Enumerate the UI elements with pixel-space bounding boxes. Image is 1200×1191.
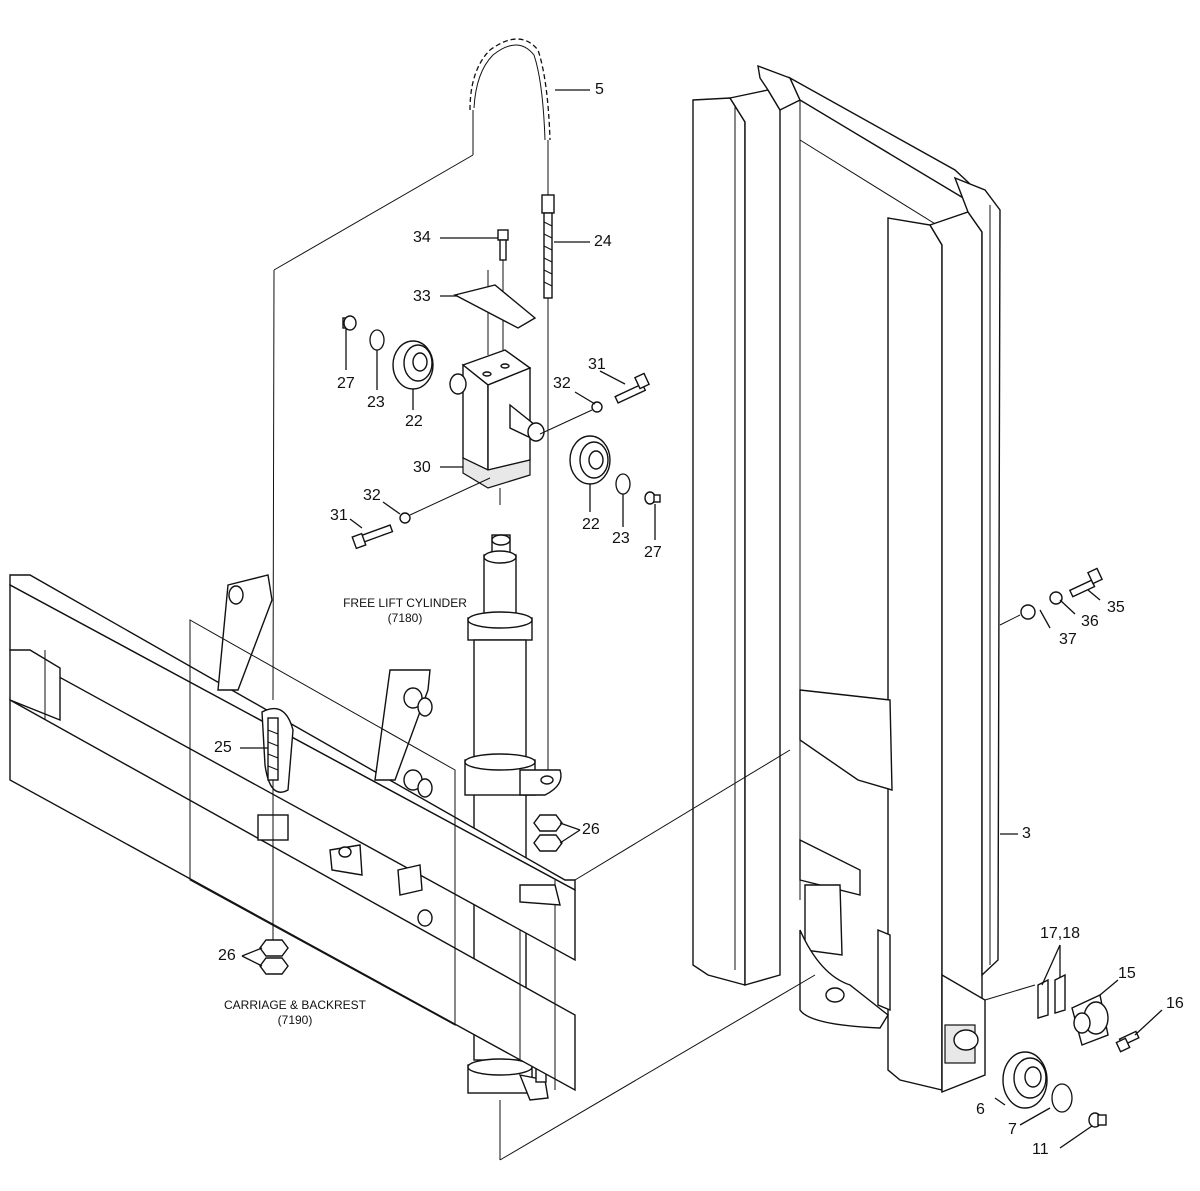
carriage-backrest-caption: CARRIAGE & BACKREST (7190) (205, 998, 385, 1028)
bolt-lower-left (351, 477, 491, 550)
callout-27-left: 27 (337, 375, 355, 392)
chain-anchor-bolt (541, 194, 555, 780)
nut-pair-upper (533, 814, 563, 852)
callout-27-right: 27 (644, 544, 662, 561)
callout-31-lower: 31 (330, 507, 348, 524)
carriage-backrest (9, 574, 576, 1092)
callout-30: 30 (413, 459, 431, 476)
callout-32-lower: 32 (363, 487, 381, 504)
snap-ring-right (615, 473, 631, 495)
callout-15: 15 (1118, 965, 1136, 982)
callout-33: 33 (413, 288, 431, 305)
callout-34: 34 (413, 229, 431, 246)
callout-25: 25 (214, 739, 232, 756)
callout-22-right: 22 (582, 516, 600, 533)
callout-6: 6 (976, 1101, 985, 1118)
bolt-upper-right (539, 372, 650, 435)
nut-pair-lower (259, 939, 289, 975)
callout-16: 16 (1166, 995, 1184, 1012)
free-lift-cylinder-code: (7180) (387, 611, 423, 625)
callout-26-upper: 26 (582, 821, 600, 838)
leader-lines (240, 89, 1163, 1149)
callout-22-left: 22 (405, 413, 423, 430)
grease-fitting-left (342, 315, 357, 331)
callout-37: 37 (1059, 631, 1077, 648)
side-bolt-washers (999, 567, 1103, 626)
callout-7: 7 (1008, 1121, 1017, 1138)
callout-3: 3 (1022, 825, 1031, 842)
carriage-backrest-title: CARRIAGE & BACKREST (223, 998, 367, 1012)
callout-26-lower: 26 (218, 947, 236, 964)
callout-36: 36 (1081, 613, 1099, 630)
free-lift-cylinder-title: FREE LIFT CYLINDER (343, 596, 467, 610)
callout-32-upper: 32 (553, 375, 571, 392)
callout-5: 5 (595, 81, 604, 98)
callout-23-right: 23 (612, 530, 630, 547)
mast-upright (574, 64, 1001, 1094)
lift-chain (272, 38, 551, 701)
callout-35: 35 (1107, 599, 1125, 616)
callout-17-18: 17,18 (1040, 925, 1081, 942)
callout-23-left: 23 (367, 394, 385, 411)
snap-ring-left (369, 329, 385, 351)
callout-31-upper: 31 (588, 356, 606, 373)
sheave-left (392, 340, 434, 390)
carriage-chain-anchor (261, 707, 294, 940)
callout-24: 24 (594, 233, 612, 250)
callout-11: 11 (1032, 1141, 1049, 1158)
grease-fitting-right (644, 491, 661, 505)
free-lift-cylinder-caption: FREE LIFT CYLINDER (7180) (330, 596, 480, 626)
carriage-backrest-code: (7190) (277, 1013, 313, 1027)
sheave-bracket (449, 229, 545, 505)
side-roller-assembly (984, 973, 1140, 1128)
sheave-right (569, 435, 611, 485)
